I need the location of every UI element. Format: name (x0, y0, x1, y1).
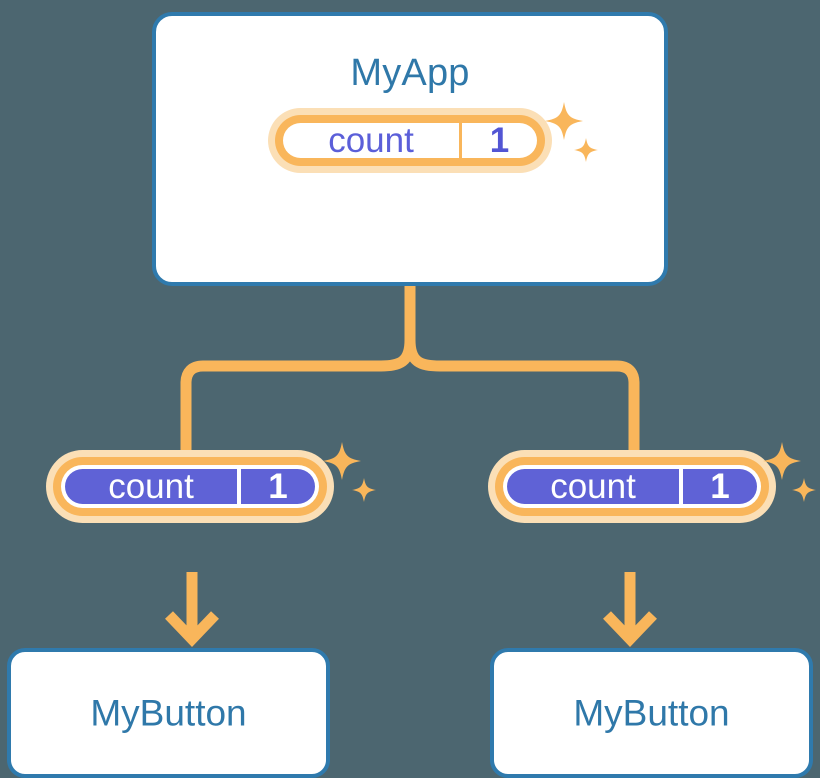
state-pill-ring: count 1 (53, 457, 327, 516)
state-pill-inner: count 1 (65, 469, 315, 504)
state-value-label: 1 (710, 469, 730, 504)
state-key-label: count (283, 123, 462, 158)
state-pill-halo: count 1 (488, 450, 776, 523)
state-pill-root[interactable]: count 1 (268, 108, 552, 232)
state-pill-body: count 1 (61, 465, 319, 508)
component-label: MyButton (573, 692, 730, 734)
branch-line-right (404, 339, 640, 462)
arrow-head-right (603, 611, 657, 647)
state-value-label: 1 (489, 123, 510, 158)
state-key-label: count (65, 469, 241, 504)
state-key-label: count (507, 469, 683, 504)
branch-line-left (180, 339, 416, 462)
state-pill-halo: count 1 (268, 108, 552, 173)
state-pill-child-left[interactable]: count 1 (46, 450, 334, 574)
state-value-label: 1 (268, 469, 288, 504)
state-pill-body: count 1 (283, 123, 537, 158)
state-pill-ring: count 1 (275, 115, 545, 166)
state-pill-body: count 1 (503, 465, 761, 508)
state-pill-ring: count 1 (495, 457, 769, 516)
state-pill-child-right[interactable]: count 1 (488, 450, 776, 574)
state-pill-inner: count 1 (507, 469, 757, 504)
component-label: MyButton (90, 692, 247, 734)
component-card-mybutton-left[interactable]: MyButton (7, 648, 330, 778)
state-pill-halo: count 1 (46, 450, 334, 523)
component-card-mybutton-right[interactable]: MyButton (490, 648, 813, 778)
arrow-head-left (165, 611, 219, 647)
page-title: MyApp (350, 52, 470, 94)
